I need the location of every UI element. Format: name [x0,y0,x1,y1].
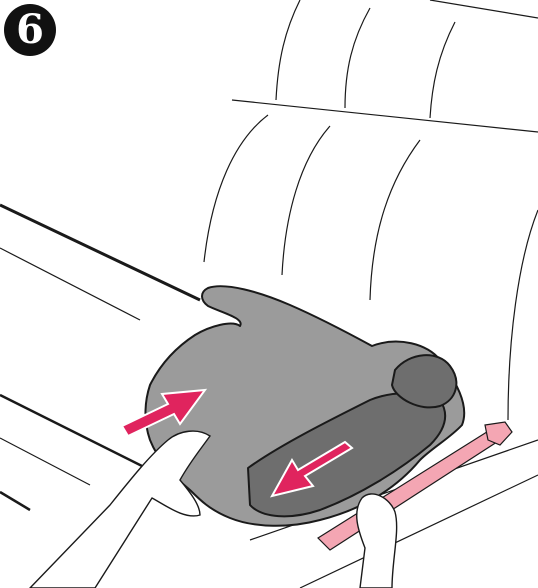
step-number-badge: 6 [4,4,56,56]
right-hand [357,494,397,588]
